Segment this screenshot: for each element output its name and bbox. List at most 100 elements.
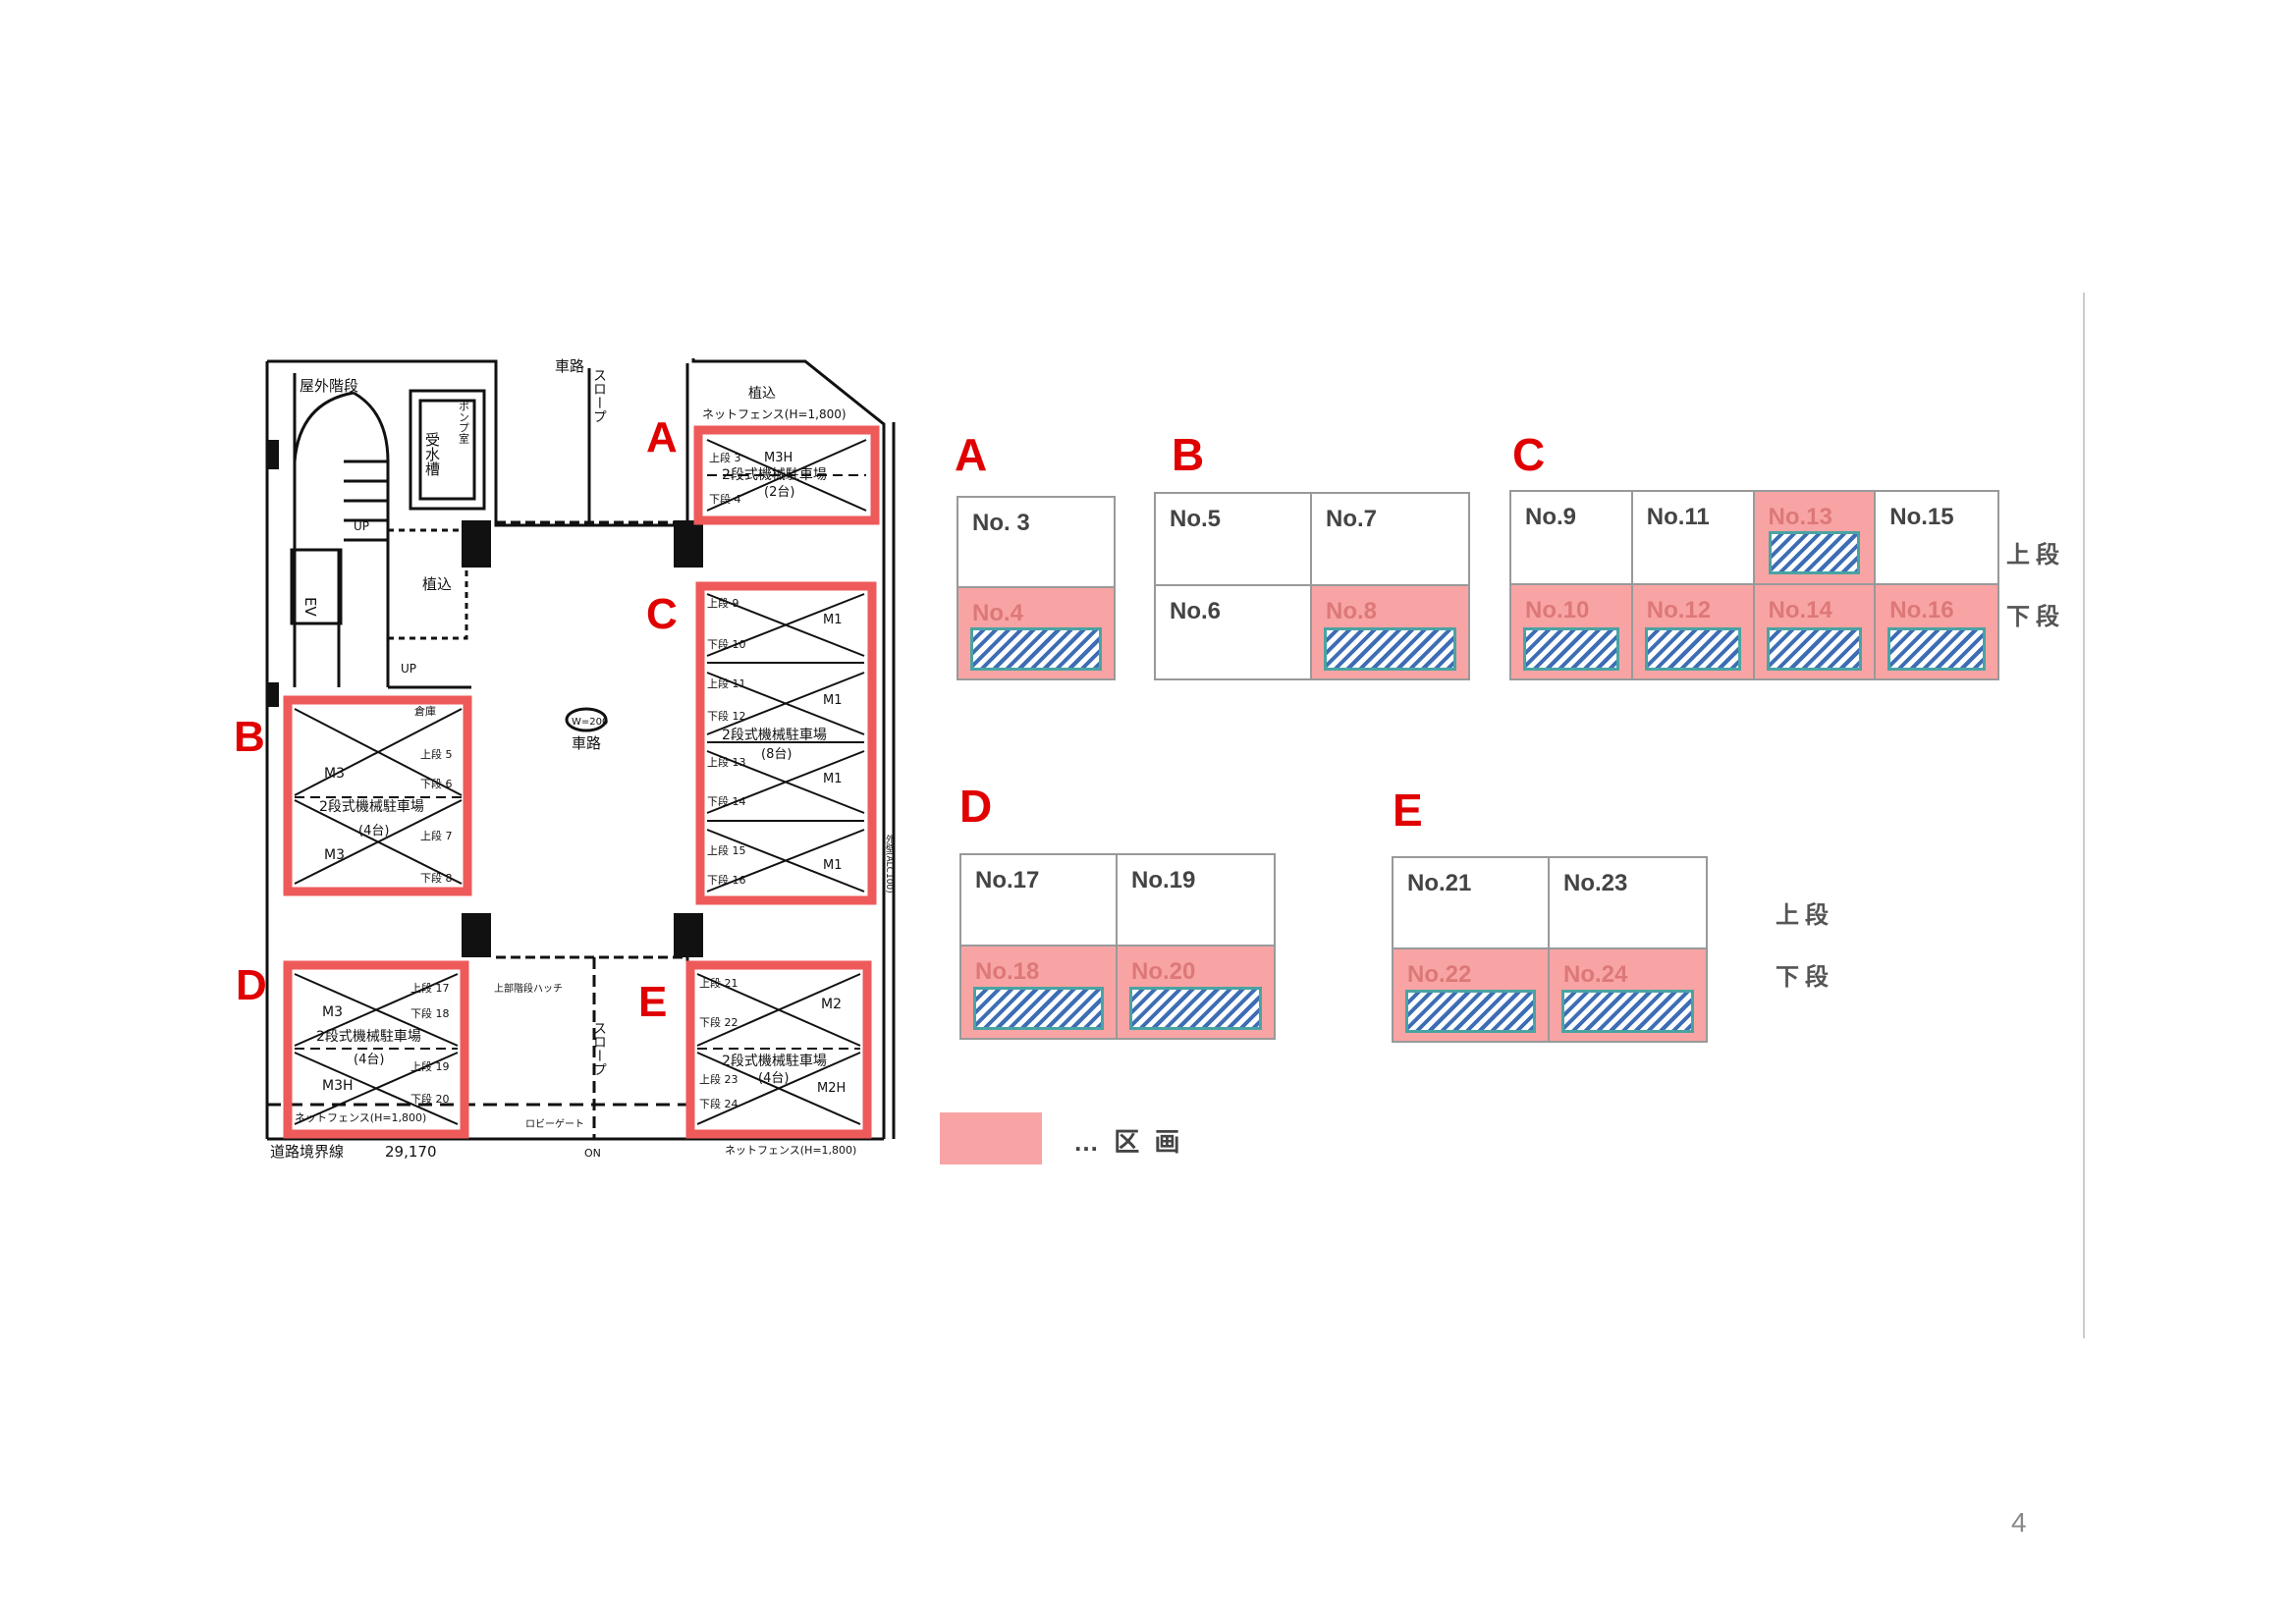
c-count: (8台) bbox=[761, 747, 792, 762]
slot-no4: No.4 bbox=[958, 588, 1114, 678]
label-ev: EV bbox=[301, 597, 319, 617]
d-upper-17: 上段 17 bbox=[410, 981, 450, 995]
label-on: ON bbox=[584, 1147, 601, 1160]
slot-no8: No.8 bbox=[1312, 586, 1468, 678]
slot-no16: No.16 bbox=[1876, 585, 1997, 678]
plan-zone-b bbox=[283, 695, 472, 896]
group-d-grid: No.17 No.19 No.18 No.20 bbox=[959, 853, 1276, 1040]
hatch-marker bbox=[1768, 531, 1861, 574]
slot-no18: No.18 bbox=[961, 947, 1118, 1038]
c-upper-11: 上段 11 bbox=[707, 676, 746, 690]
e-count: (4台) bbox=[758, 1071, 789, 1086]
legend-text: … 区 画 bbox=[1073, 1127, 1184, 1157]
slide-divider bbox=[2083, 293, 2085, 1338]
label-car-entry: 車路 bbox=[555, 357, 584, 375]
slot-no19: No.19 bbox=[1118, 855, 1274, 947]
hatch-marker bbox=[1644, 627, 1741, 671]
tier-upper-label: 上段 bbox=[2006, 542, 2065, 568]
c-upper-9: 上段 9 bbox=[707, 596, 739, 610]
label-dimension: 29,170 bbox=[385, 1143, 437, 1161]
c-model-3: M1 bbox=[823, 772, 843, 786]
label-outer-stairs: 屋外階段 bbox=[300, 377, 358, 395]
c-upper-15: 上段 15 bbox=[707, 843, 746, 857]
b-upper-5: 上段 5 bbox=[420, 747, 453, 761]
slot-no21: No.21 bbox=[1394, 858, 1550, 949]
plan-zone-c bbox=[695, 581, 877, 905]
plan-letter-b: B bbox=[234, 713, 265, 761]
label-net-fence-d: ネットフェンス(H=1,800) bbox=[295, 1111, 426, 1124]
label-storage: 倉庫 bbox=[414, 704, 436, 718]
d-model-1: M3 bbox=[322, 1004, 343, 1020]
label-slope-2: スロープ bbox=[591, 1021, 607, 1076]
hatch-marker bbox=[1523, 627, 1619, 671]
slot-no5: No.5 bbox=[1156, 494, 1312, 586]
plan-letter-a: A bbox=[646, 413, 678, 461]
a-type: 2段式機械駐車場 bbox=[722, 466, 827, 483]
slot-no17: No.17 bbox=[961, 855, 1118, 947]
d-model-2: M3H bbox=[322, 1078, 354, 1094]
plan-letter-e: E bbox=[638, 978, 667, 1026]
b-lower-6: 下段 6 bbox=[420, 777, 453, 790]
group-e-grid: No.21 No.23 No.22 No.24 bbox=[1392, 856, 1708, 1043]
hatch-marker bbox=[973, 987, 1104, 1030]
plan-zone-e bbox=[685, 960, 872, 1139]
c-lower-12: 下段 12 bbox=[707, 709, 746, 723]
group-e-letter: E bbox=[1393, 784, 1423, 836]
d-type: 2段式機械駐車場 bbox=[316, 1028, 421, 1045]
c-model-1: M1 bbox=[823, 613, 843, 627]
label-pump: ポンプ室 bbox=[458, 401, 470, 444]
hatch-marker bbox=[1766, 627, 1863, 671]
e-type: 2段式機械駐車場 bbox=[722, 1053, 827, 1069]
label-planting-2: 植込 bbox=[748, 386, 776, 402]
label-slope: スロープ bbox=[591, 368, 607, 423]
label-boundary: 道路境界線 bbox=[270, 1143, 344, 1161]
c-upper-13: 上段 13 bbox=[707, 755, 746, 769]
label-cistern: 受水槽 bbox=[423, 432, 441, 476]
legend-swatch bbox=[940, 1112, 1042, 1164]
hatch-marker bbox=[1405, 990, 1536, 1033]
slot-no9: No.9 bbox=[1511, 492, 1633, 585]
label-planting: 植込 bbox=[422, 575, 452, 593]
a-count: (2台) bbox=[764, 485, 794, 500]
a-upper: 上段 3 bbox=[709, 451, 741, 464]
page-number: 4 bbox=[2011, 1507, 2027, 1538]
label-hatch: 上部階段ハッチ bbox=[494, 982, 563, 995]
slot-no3: No. 3 bbox=[958, 498, 1114, 588]
c-model-2: M1 bbox=[823, 693, 843, 708]
slot-no20: No.20 bbox=[1118, 947, 1274, 1038]
b-upper-7: 上段 7 bbox=[420, 829, 453, 842]
e-model-1: M2 bbox=[821, 997, 842, 1012]
d-count: (4台) bbox=[354, 1053, 384, 1067]
c-lower-10: 下段 10 bbox=[707, 637, 746, 651]
c-model-4: M1 bbox=[823, 858, 843, 873]
label-side-note: 外壁(ALC100) bbox=[884, 834, 895, 893]
label-up-2: UP bbox=[401, 662, 416, 676]
slot-no6: No.6 bbox=[1156, 586, 1312, 678]
c-lower-14: 下段 14 bbox=[707, 794, 746, 808]
b-model-1: M3 bbox=[324, 766, 345, 782]
slot-no13: No.13 bbox=[1754, 492, 1877, 585]
group-a-letter: A bbox=[955, 429, 988, 480]
slot-no10: No.10 bbox=[1511, 585, 1633, 678]
plan-letter-c: C bbox=[646, 590, 678, 638]
plan-zone-a bbox=[693, 425, 880, 525]
label-width: W=200 bbox=[572, 717, 608, 728]
b-model-2: M3 bbox=[324, 847, 345, 863]
slot-no23: No.23 bbox=[1550, 858, 1706, 949]
label-net-fence-bottom: ネットフェンス(H=1,800) bbox=[725, 1144, 856, 1157]
group-c-grid: No.9 No.11 No.13 No.15 No.10 No.12 No.14… bbox=[1509, 490, 1999, 680]
label-up-1: UP bbox=[354, 519, 369, 533]
hatch-marker bbox=[1324, 627, 1456, 671]
slot-no24: No.24 bbox=[1550, 949, 1706, 1041]
slot-no22: No.22 bbox=[1394, 949, 1550, 1041]
group-a-grid: No. 3 No.4 bbox=[957, 496, 1116, 680]
e-lower-22: 下段 22 bbox=[699, 1015, 738, 1029]
b-count: (4台) bbox=[358, 824, 389, 839]
e-lower-24: 下段 24 bbox=[699, 1097, 738, 1110]
e-model-2: M2H bbox=[817, 1081, 846, 1096]
slot-no7: No.7 bbox=[1312, 494, 1468, 586]
c-type: 2段式機械駐車場 bbox=[722, 727, 827, 743]
tier-lower-label-2: 下段 bbox=[1776, 964, 1834, 991]
a-model: M3H bbox=[764, 451, 793, 465]
